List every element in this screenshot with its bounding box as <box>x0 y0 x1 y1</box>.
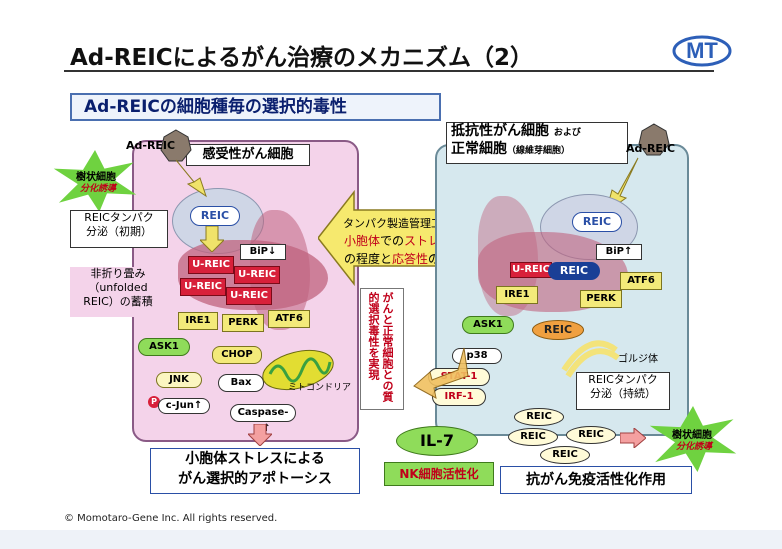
banner-de-text: での <box>379 234 404 248</box>
left-perk: PERK <box>222 314 264 332</box>
section-subtitle: Ad-REICの細胞種毎の選択的毒性 <box>70 93 441 121</box>
left-u-reic-1: U-REIC <box>188 256 234 274</box>
right-title-line2: 正常細胞（線維芽細胞） <box>451 141 627 159</box>
left-atf6: ATF6 <box>268 310 310 328</box>
mitochondria-icon <box>262 349 334 391</box>
left-bax: Bax <box>218 374 264 392</box>
banner-er-text: 小胞体 <box>343 234 380 248</box>
right-reic-cluster-2: REIC <box>508 428 558 446</box>
copyright-footer: © Momotaro-Gene Inc. All rights reserved… <box>64 513 278 524</box>
right-title-1-small: および <box>553 128 581 138</box>
il7-arrow-icon <box>413 347 469 399</box>
right-reic-cluster-4: REIC <box>540 446 590 464</box>
right-reic-cluster-3: REIC <box>566 426 616 444</box>
right-reic-golgi-node: REIC <box>532 320 584 340</box>
banner-response-text: 応答性 <box>391 252 428 266</box>
right-irf1: IRF-1 <box>432 388 486 406</box>
center-vertical-box <box>360 288 404 410</box>
left-conclusion: 小胞体ストレスによる がん選択的アポトーシス <box>150 448 360 494</box>
right-reic-node-mid: REIC <box>548 262 600 280</box>
left-ad-reic-label: Ad-REIC <box>126 139 176 152</box>
right-bip-label: BiP↑ <box>596 244 642 260</box>
left-unfolded-box: 非折り畳み （unfolded REIC）の蓄積 <box>70 267 166 317</box>
phospho-icon: P <box>148 396 160 408</box>
golgi-label: ゴルジ体 <box>618 354 658 365</box>
left-jnk: JNK <box>156 372 202 388</box>
right-ask1: ASK1 <box>462 316 514 334</box>
golgi-icon <box>561 340 620 378</box>
right-perk: PERK <box>580 290 622 308</box>
left-u-reic-2: U-REIC <box>234 266 280 284</box>
logo-text: MT <box>686 38 718 63</box>
left-secretion-box: REICタンパク 分泌（初期） <box>70 210 168 248</box>
right-reic-node-top: REIC <box>572 212 622 232</box>
right-title-2-small: （線維芽細胞） <box>507 145 571 156</box>
right-reic-cluster-1: REIC <box>514 408 564 426</box>
left-reic-node: REIC <box>190 206 240 226</box>
ad-reic-virus-icon <box>160 129 192 162</box>
left-dendritic-label: 樹状細胞 <box>76 172 116 183</box>
page-title: Ad-REICによるがん治療のメカニズム（2） <box>70 45 533 71</box>
right-ire1: IRE1 <box>496 286 538 304</box>
left-cell-title: 感受性がん細胞 <box>186 144 310 166</box>
center-banner-line1: タンパク製造管理工場 <box>343 217 453 230</box>
left-ad-reic-arrow-icon <box>175 159 207 198</box>
right-title-2: 正常細胞 <box>451 140 507 157</box>
right-dendritic-sub: 分化誘導 <box>676 442 713 452</box>
left-dendritic-sub: 分化誘導 <box>80 184 117 194</box>
left-ire1: IRE1 <box>178 312 218 330</box>
right-conclusion: 抗がん免疫活性化作用 <box>500 466 692 494</box>
left-bip-label: BiP↓ <box>240 244 286 260</box>
right-dendritic-label: 樹状細胞 <box>672 430 712 441</box>
title-divider <box>64 70 714 72</box>
il7-node: IL-7 <box>396 426 478 456</box>
right-cell-title-box: 抵抗性がん細胞 および 正常細胞（線維芽細胞） <box>446 122 628 164</box>
right-ad-reic-label: Ad-REIC <box>626 142 676 155</box>
right-u-reic: U-REIC <box>510 262 552 278</box>
left-down-arrow-icon <box>248 424 272 446</box>
left-u-reic-4: U-REIC <box>226 287 272 305</box>
center-vertical-text: がんと正常細胞との質的選択毒性を実現 <box>367 292 394 402</box>
mitochondria-label: ミトコンドリア <box>288 383 352 393</box>
left-ask1: ASK1 <box>138 338 190 356</box>
right-title-line1: 抵抗性がん細胞 および <box>451 123 627 141</box>
left-chop: CHOP <box>212 346 262 364</box>
right-ad-reic-virus-icon <box>638 123 670 156</box>
company-logo: MT <box>672 35 732 67</box>
left-cjun: c-Jun↑ <box>158 398 210 414</box>
right-secretion-box: REICタンパク 分泌（持続） <box>576 372 670 410</box>
nk-activation-box: NK細胞活性化 <box>384 462 494 486</box>
right-to-dendritic-arrow-icon <box>620 428 646 448</box>
center-banner-line3: の程度と応答性の差 <box>336 250 460 267</box>
banner-degree-text: の程度と <box>343 252 392 266</box>
footer-divider <box>0 530 782 549</box>
left-u-reic-3: U-REIC <box>180 278 226 296</box>
left-reic-down-arrow-icon <box>200 226 224 252</box>
right-title-1: 抵抗性がん細胞 <box>451 123 549 139</box>
left-caspase: Caspase-3↑ <box>230 404 296 434</box>
right-atf6: ATF6 <box>620 272 662 290</box>
